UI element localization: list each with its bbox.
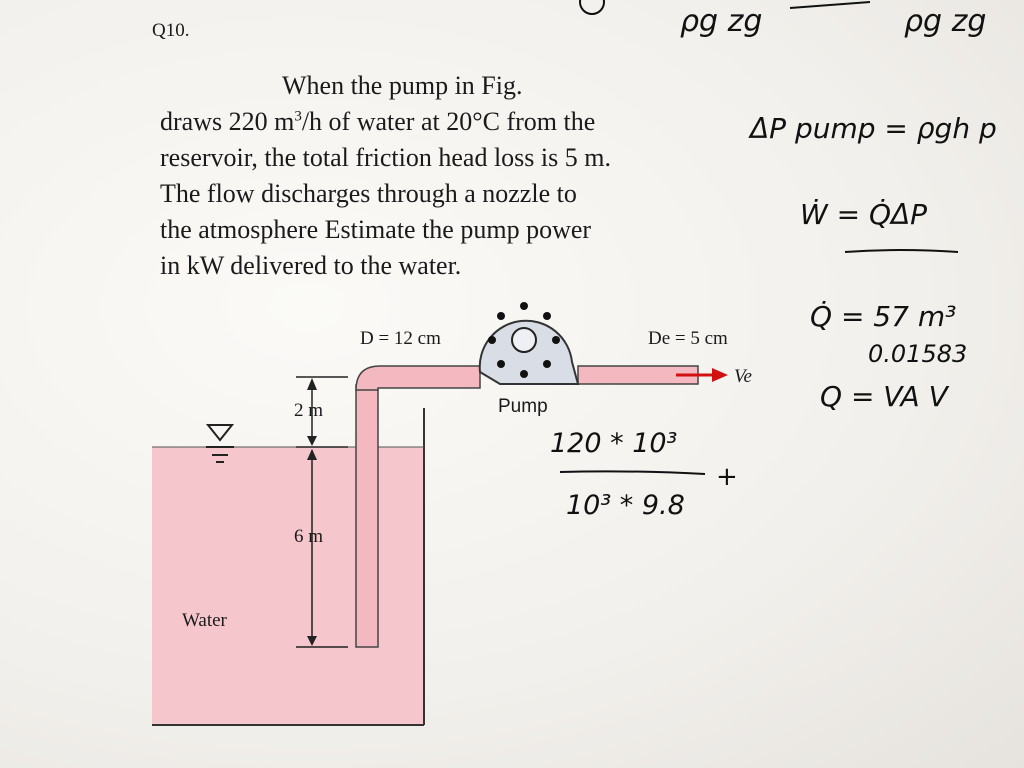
reservoir-label: Water [182, 610, 227, 631]
hand-top-right: ρg zg [904, 4, 987, 39]
problem-statement: When the pump in Fig. draws 220 m3/h of … [160, 68, 700, 284]
hand-fraction-denominator: 10³ * 9.8 [566, 490, 685, 521]
hand-fraction-numerator: 120 * 10³ [550, 428, 678, 459]
hand-top-left: ρg zg [680, 4, 763, 39]
exit-diameter-label: De = 5 cm [648, 328, 728, 349]
hand-q-equation: Q = VA V [820, 380, 948, 413]
dim-upper-arrow-bottom [307, 436, 317, 446]
pump-casing [478, 319, 580, 385]
hand-top-stroke [789, 1, 871, 9]
cube-exponent: 3 [294, 108, 302, 125]
problem-line-2: draws 220 m3/h of water at 20°C from the [160, 107, 596, 136]
hand-eq-delta-p: ΔP pump = ρgh p [750, 112, 997, 145]
free-surface-symbol [205, 424, 235, 442]
pump-hub [511, 327, 537, 353]
hand-circled-mark [579, 0, 605, 15]
problem-line-4: The flow discharges through a nozzle to [160, 179, 577, 208]
dim-lower-arrow-bottom [307, 636, 317, 646]
problem-line-6: in kW delivered to the water. [160, 251, 462, 280]
question-number: Q10. [152, 20, 190, 41]
hand-underline-w [844, 249, 959, 253]
pipe-elbow [355, 365, 481, 391]
exit-velocity-label: Ve [734, 366, 752, 387]
pump-bolts [488, 302, 560, 378]
hand-plus: + [716, 462, 738, 492]
problem-line-3: reservoir, the total friction head loss … [160, 143, 611, 172]
reservoir-water [152, 447, 424, 725]
hand-q-decimal: 0.01583 [868, 340, 968, 368]
pump-label: Pump [498, 396, 548, 417]
dim-lower-arrow-top [307, 449, 317, 460]
height-upper-label: 2 m [294, 400, 324, 421]
pipe-diameter-label: D = 12 cm [360, 328, 441, 349]
height-lower-label: 6 m [294, 526, 324, 547]
intake-pipe [355, 384, 379, 648]
exit-velocity-arrowhead [712, 368, 728, 382]
dim-upper-arrow-top [307, 378, 317, 390]
hand-eq-power: Ẇ = Q̇ΔP [800, 198, 928, 231]
problem-line-5: the atmosphere Estimate the pump power [160, 215, 592, 244]
hand-q-value: Q̇ = 57 m³ [810, 300, 957, 333]
problem-line-1: When the pump in Fig. [282, 71, 523, 100]
hand-fraction-bar [559, 470, 706, 475]
